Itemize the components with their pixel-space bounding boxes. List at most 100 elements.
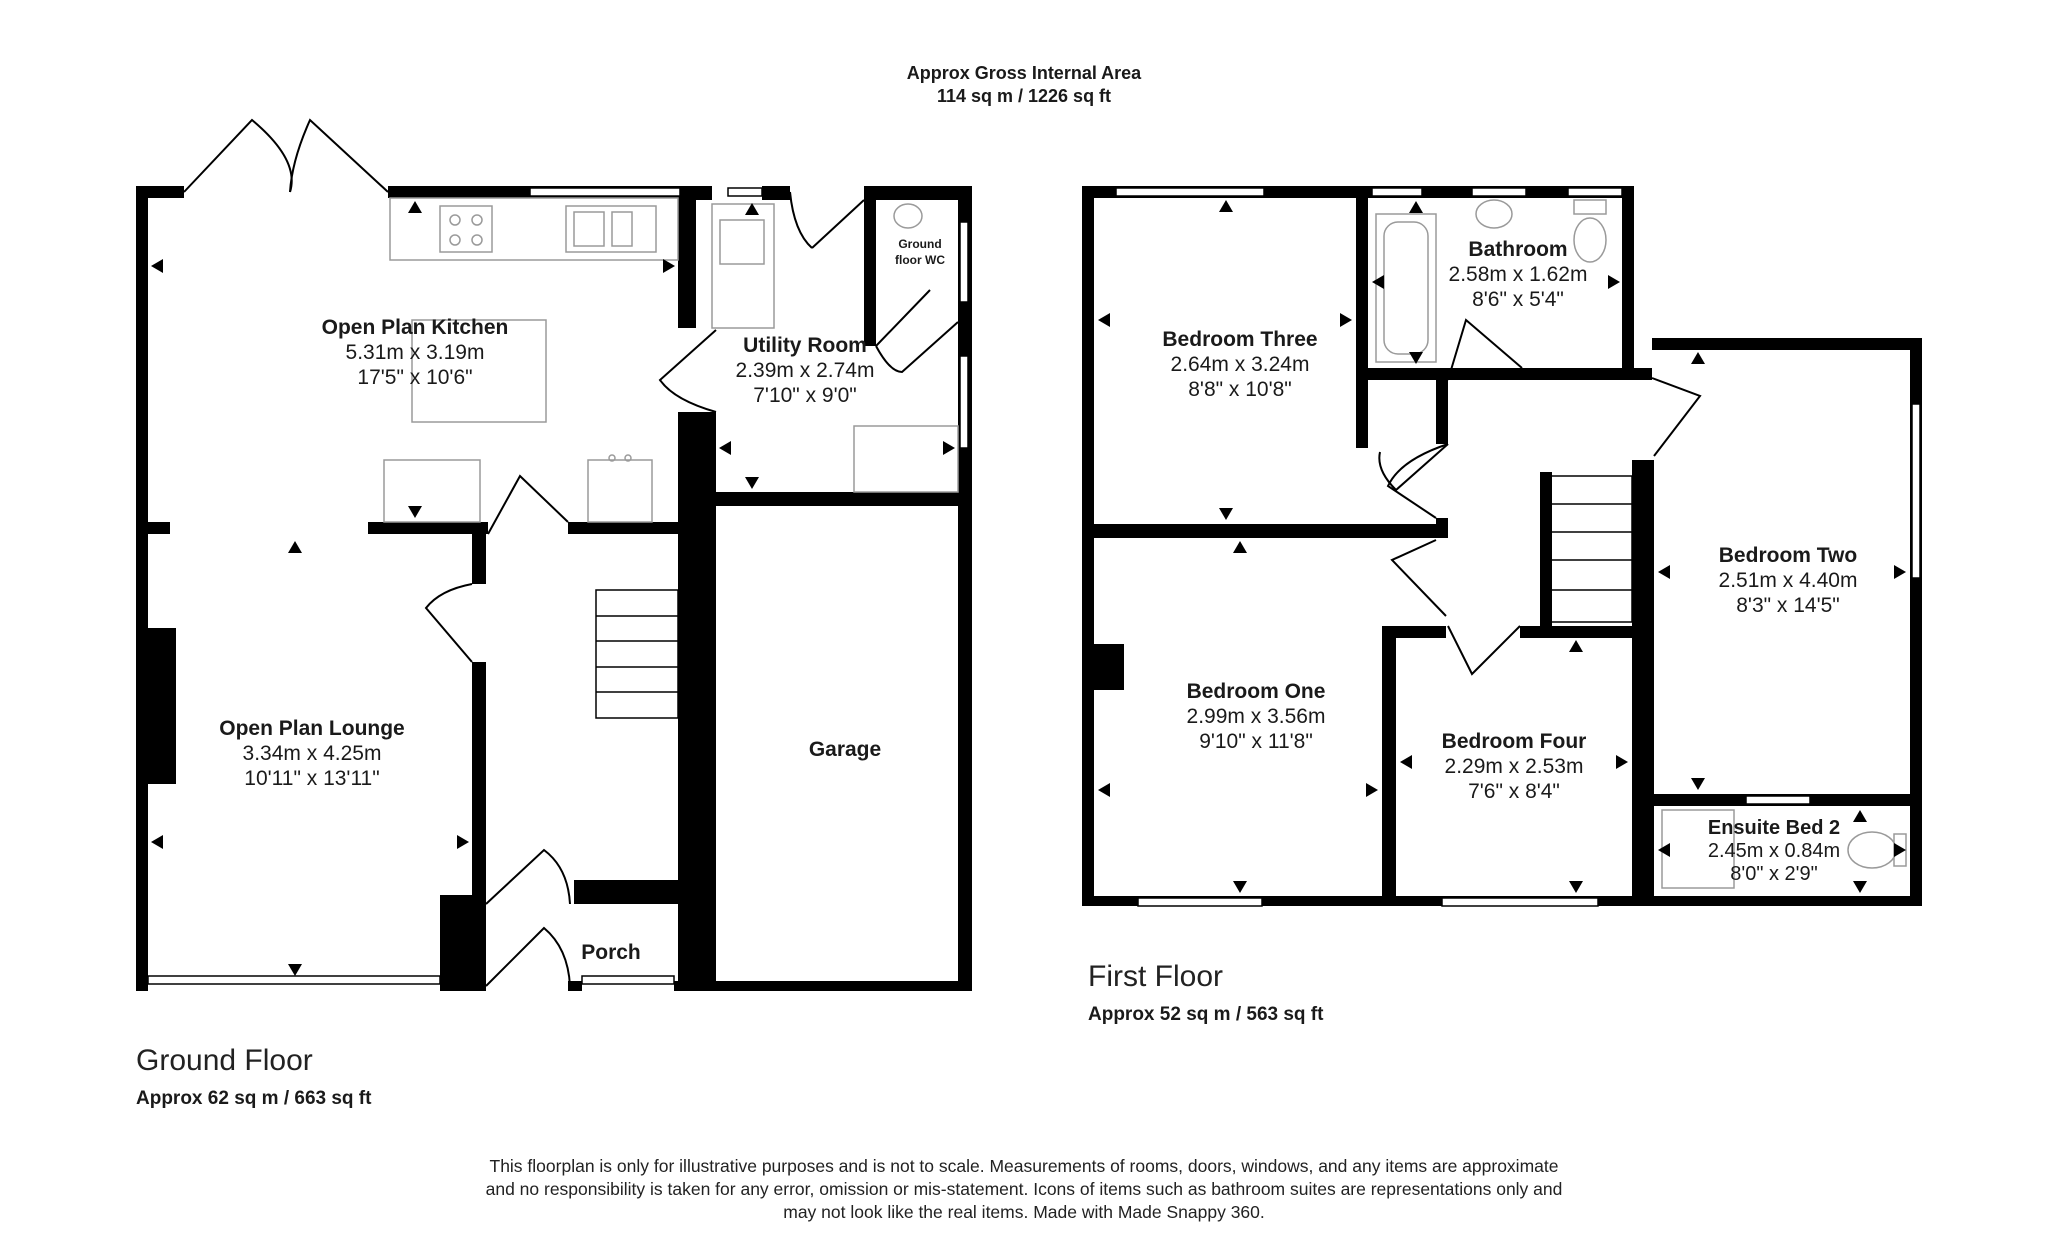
wall xyxy=(568,981,582,991)
hob-icon xyxy=(439,205,493,253)
disclaimer-line: and no responsibility is taken for any e… xyxy=(485,1179,1563,1199)
room-name-ensuite: Ensuite Bed 2 xyxy=(1708,817,1840,839)
window xyxy=(1567,187,1623,197)
sink-icon xyxy=(565,205,657,253)
window xyxy=(1371,187,1423,197)
wall xyxy=(1436,518,1448,538)
ground-floor-plan xyxy=(136,118,972,991)
wall xyxy=(568,522,680,534)
door-swing xyxy=(1378,443,1449,492)
door-swing xyxy=(424,583,473,663)
room-name-bathroom: Bathroom xyxy=(1468,238,1567,261)
dimension-arrows xyxy=(1098,200,1906,893)
room-size-imperial-bed2: 8'3" x 14'5" xyxy=(1736,594,1840,617)
room-name-lounge: Open Plan Lounge xyxy=(219,717,405,740)
room-size-metric-bed2: 2.51m x 4.40m xyxy=(1719,569,1858,592)
disclaimer-line: This floorplan is only for illustrative … xyxy=(489,1156,1559,1176)
wall xyxy=(864,186,876,346)
door-swing xyxy=(1447,318,1523,381)
room-size-imperial-lounge: 10'11" x 13'11" xyxy=(244,767,379,790)
wall xyxy=(136,522,170,534)
bath-inner xyxy=(1383,221,1429,355)
ground-floor-title: Ground Floor xyxy=(136,1044,313,1077)
window xyxy=(147,975,441,985)
room-size-metric-bed1: 2.99m x 3.56m xyxy=(1187,705,1326,728)
wall xyxy=(678,412,716,990)
first-floor-plan xyxy=(1082,186,1922,907)
door-swing xyxy=(485,926,571,987)
first-floor-area: Approx 52 sq m / 563 sq ft xyxy=(1088,1004,1324,1025)
wall xyxy=(1356,198,1368,448)
hob-ring xyxy=(471,234,483,246)
room-size-imperial-bathroom: 8'6" x 5'4" xyxy=(1472,288,1564,311)
room-name-bed4: Bedroom Four xyxy=(1442,730,1587,753)
appliance-knob xyxy=(624,454,632,462)
door-swing xyxy=(487,474,569,535)
door-swing xyxy=(789,191,865,249)
door-swing xyxy=(485,848,571,905)
room-size-metric-bed4: 2.29m x 2.53m xyxy=(1445,755,1584,778)
room-size-metric-utility: 2.39m x 2.74m xyxy=(736,359,875,382)
sliding-door xyxy=(1745,795,1811,805)
door-swing xyxy=(1651,377,1702,457)
wall xyxy=(1436,380,1448,444)
room-name-garage: Garage xyxy=(809,738,881,761)
wall xyxy=(1382,626,1396,896)
chimney-breast xyxy=(148,628,176,784)
room-name-porch: Porch xyxy=(581,941,641,964)
hob-ring xyxy=(449,214,461,226)
room-size-metric-lounge: 3.34m x 4.25m xyxy=(243,742,382,765)
room-size-metric-bathroom: 2.58m x 1.62m xyxy=(1449,263,1588,286)
appliance xyxy=(587,459,653,523)
room-name-wc-line2: floor WC xyxy=(895,253,945,267)
door-swing xyxy=(658,329,717,413)
wall xyxy=(472,662,486,896)
room-name-bed3: Bedroom Three xyxy=(1162,328,1317,351)
wall xyxy=(1632,460,1654,896)
room-size-imperial-bed1: 9'10" x 11'8" xyxy=(1199,730,1313,753)
room-name-utility: Utility Room xyxy=(743,334,867,357)
hob-ring xyxy=(449,234,461,246)
window xyxy=(1471,187,1527,197)
toilet-cistern xyxy=(1573,199,1607,215)
door-swing xyxy=(1447,625,1521,676)
french-door xyxy=(289,118,389,193)
toilet-icon xyxy=(1573,217,1607,263)
room-name-bed2: Bedroom Two xyxy=(1719,544,1857,567)
ensuite-toilet-icon xyxy=(1847,831,1897,869)
window xyxy=(581,975,675,985)
door-swing xyxy=(875,289,959,374)
wall xyxy=(716,492,972,506)
window xyxy=(529,187,681,197)
wc-basin-icon xyxy=(893,203,923,229)
room-size-metric-bed3: 2.64m x 3.24m xyxy=(1171,353,1310,376)
wall xyxy=(1082,186,1094,906)
wall xyxy=(574,880,680,904)
wall xyxy=(472,534,486,584)
wall xyxy=(136,981,148,991)
appliance-knob xyxy=(608,454,616,462)
sink-bowl xyxy=(573,211,605,247)
door-swing xyxy=(1390,539,1447,617)
dimension-arrows xyxy=(151,201,955,976)
first-floor-title: First Floor xyxy=(1088,960,1223,993)
hob-ring xyxy=(471,214,483,226)
window xyxy=(1115,187,1265,197)
kitchen-counter xyxy=(389,197,679,261)
room-size-imperial-kitchen: 17'5" x 10'6" xyxy=(357,366,472,389)
window xyxy=(727,187,763,197)
wall xyxy=(1094,524,1444,538)
utility-counter xyxy=(711,203,775,329)
room-name-kitchen: Open Plan Kitchen xyxy=(322,316,509,339)
utility-sink-icon xyxy=(719,219,765,265)
room-size-imperial-bed4: 7'6" x 8'4" xyxy=(1468,780,1560,803)
french-door xyxy=(183,118,293,193)
wall xyxy=(1622,186,1634,368)
wall xyxy=(1382,626,1446,638)
sink-bowl xyxy=(611,211,633,247)
window xyxy=(959,355,969,449)
disclaimer: This floorplan is only for illustrative … xyxy=(424,1155,1624,1224)
wall xyxy=(864,186,972,200)
room-name-wc-line1: Ground xyxy=(898,237,941,251)
